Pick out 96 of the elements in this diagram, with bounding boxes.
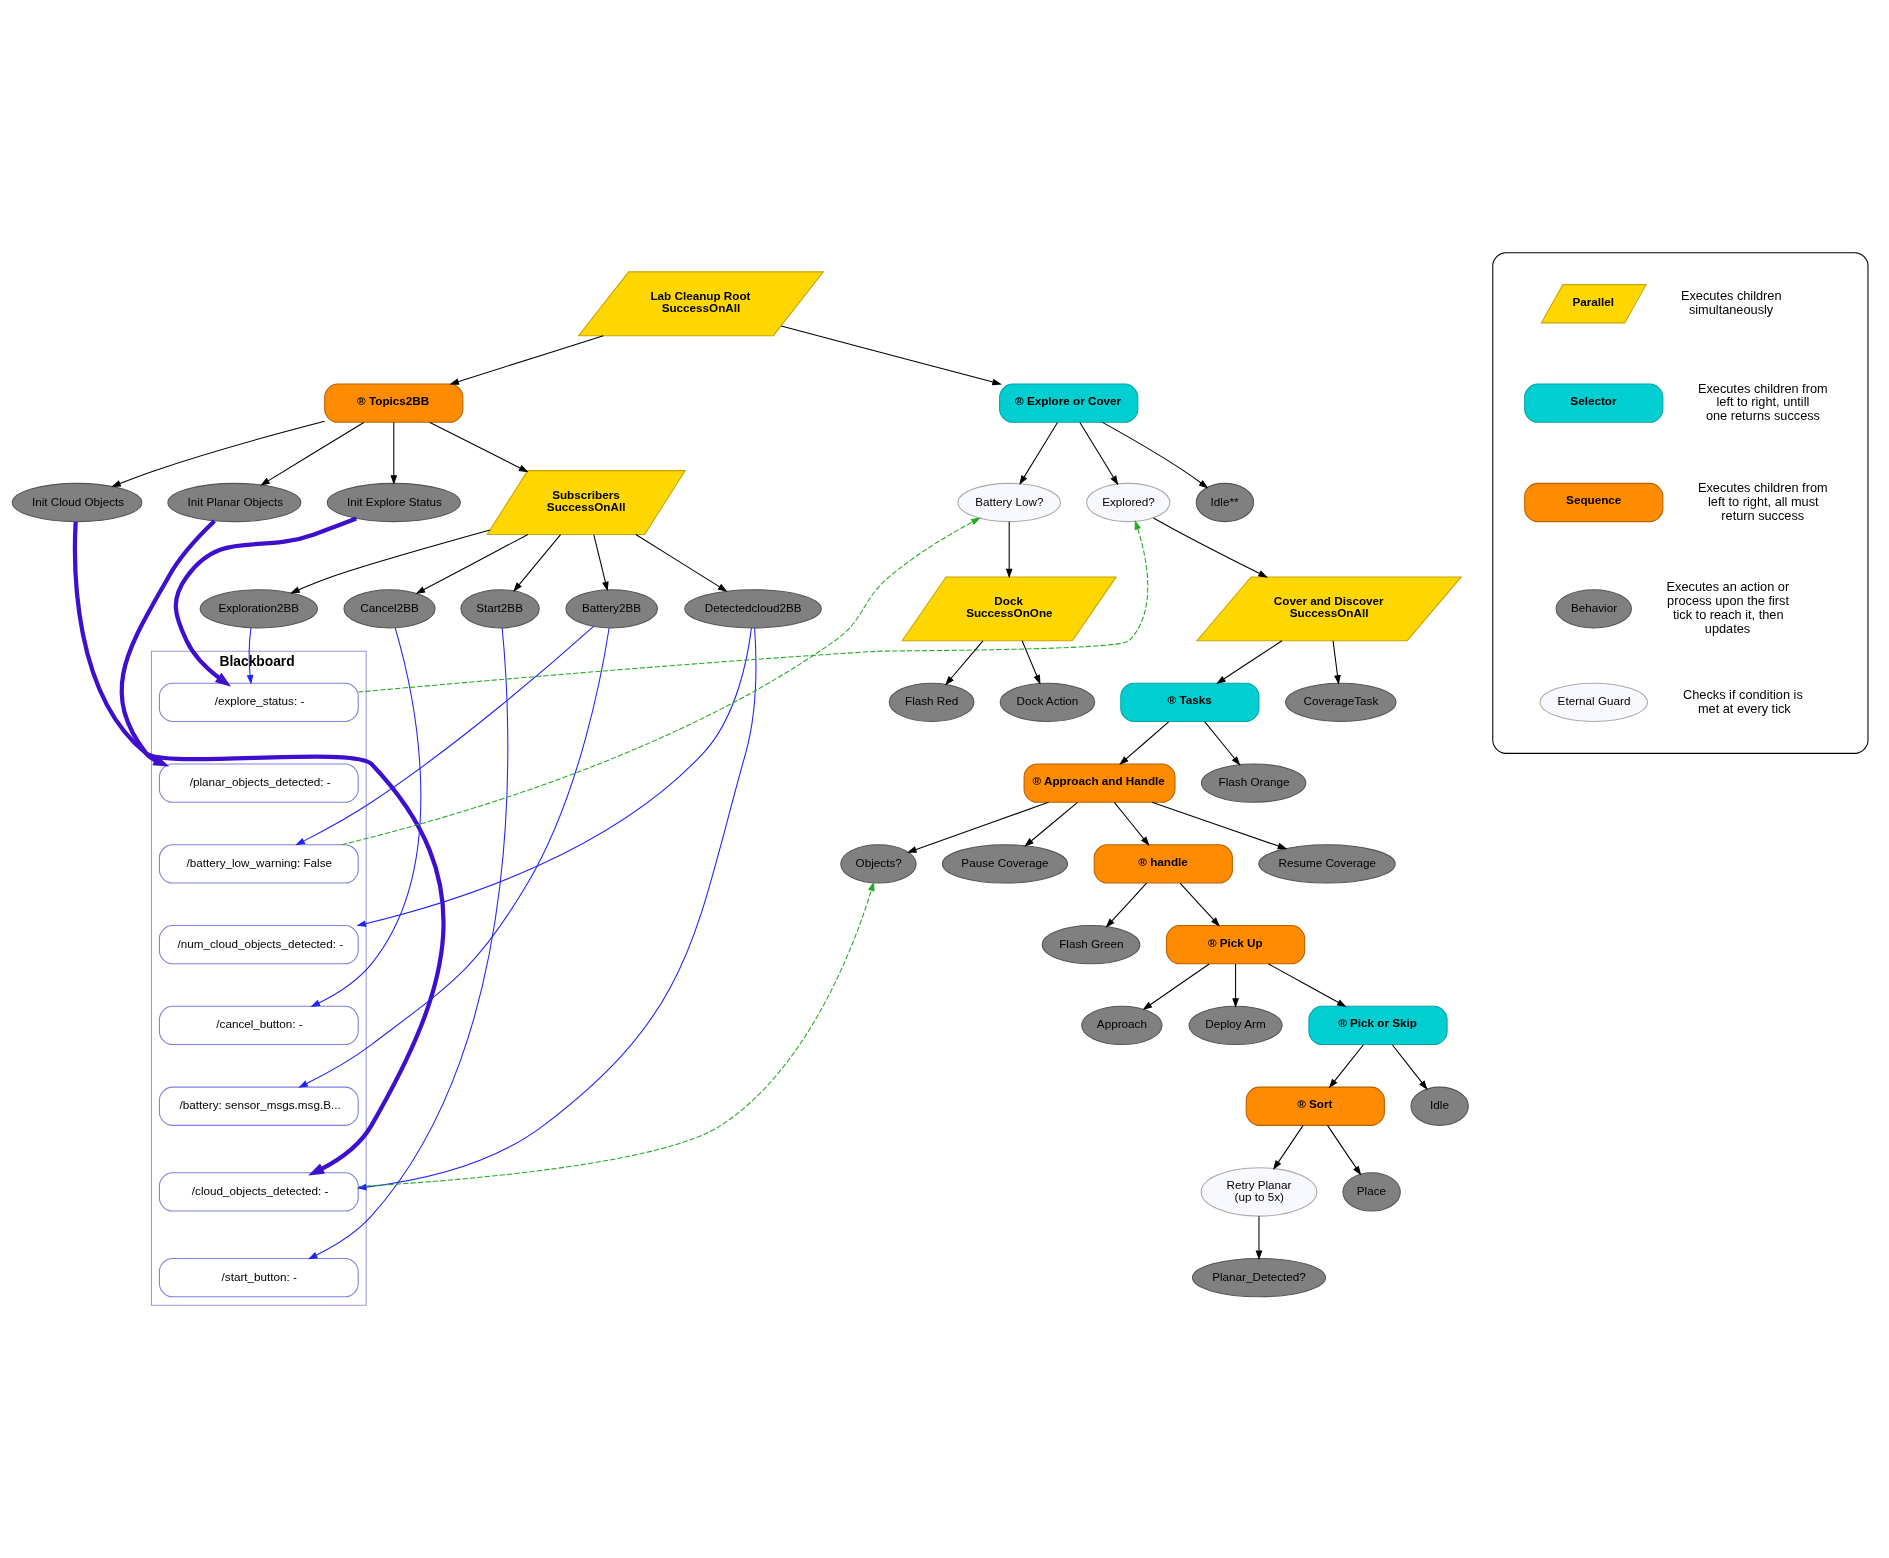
arrow <box>1179 882 1220 927</box>
arrow <box>635 534 728 592</box>
arrow <box>72 521 446 1176</box>
node-ellipse: Exploration2BB <box>199 589 318 629</box>
arrow <box>1391 1044 1428 1090</box>
node-ellipse: Init Planar Objects <box>167 482 302 523</box>
node-ellipse: Flash Green <box>1041 925 1141 965</box>
node-box: /planar_objects_detected: - <box>158 763 359 803</box>
arrow <box>593 534 609 592</box>
arrow <box>173 516 357 687</box>
node-box: /num_cloud_objects_detected: - <box>158 925 359 965</box>
arrow <box>356 627 757 1191</box>
node-box: ® Sort <box>1245 1086 1385 1126</box>
arrow <box>357 520 1149 693</box>
node-ellipse: Deploy Arm <box>1188 1005 1283 1046</box>
node-label: Checks if condition is met at every tick <box>1683 686 1803 716</box>
node-ellipse: Planar_Detected? <box>1191 1257 1326 1298</box>
node-ellipse: Flash Red <box>888 682 975 722</box>
node-box: /explore_status: - <box>158 682 359 722</box>
node-box: /cloud_objects_detected: - <box>158 1172 359 1212</box>
node-ellipse: Eternal Guard <box>1539 682 1648 722</box>
node-ellipse: Init Explore Status <box>326 482 461 523</box>
arrow <box>356 627 752 927</box>
node-ellipse: Approach <box>1081 1005 1163 1046</box>
arrow <box>290 529 491 594</box>
arrow <box>310 627 422 1007</box>
node-ellipse: Cancel2BB <box>343 589 436 629</box>
arrow <box>1273 1124 1304 1170</box>
node-ellipse: Place <box>1342 1172 1401 1212</box>
node-ellipse: Retry Planar (up to 5x) <box>1200 1167 1318 1217</box>
arrow <box>945 640 984 686</box>
node-box: Selector <box>1524 383 1664 423</box>
node-ellipse: CoverageTask <box>1285 682 1397 722</box>
arrow <box>246 627 254 685</box>
arrow <box>1204 721 1241 766</box>
arrow <box>307 627 509 1260</box>
arrow <box>1113 801 1150 846</box>
arrow <box>1142 963 1210 1011</box>
node-ellipse: Flash Orange <box>1200 763 1307 803</box>
node-box: ® Topics2BB <box>324 383 464 423</box>
node-label: Executes children simultaneously <box>1680 288 1782 317</box>
arrow <box>1216 640 1283 685</box>
arrow <box>1021 640 1041 685</box>
node-box: /battery_low_warning: False <box>158 844 359 884</box>
arrow <box>906 801 1050 853</box>
arrow <box>1005 521 1013 579</box>
node-box: /cancel_button: - <box>158 1005 359 1046</box>
node-box: ® Explore or Cover <box>999 383 1139 423</box>
arrow <box>513 534 562 592</box>
node-ellipse: Explored? <box>1086 482 1171 523</box>
arrow <box>1119 721 1170 765</box>
node-ellipse: Pause Coverage <box>941 844 1069 884</box>
node-ellipse: Detectedcloud2BB <box>684 589 822 629</box>
arrow <box>298 627 610 1088</box>
arrow <box>449 335 604 385</box>
node-box: /start_button: - <box>158 1257 359 1298</box>
arrow <box>111 420 326 487</box>
node-box: Sequence <box>1524 482 1664 523</box>
node-box: ® Pick or Skip <box>1308 1005 1448 1046</box>
arrow <box>1024 801 1079 847</box>
arrow <box>1232 963 1239 1008</box>
arrow <box>341 517 981 846</box>
arrow <box>1151 801 1288 850</box>
arrow <box>1332 640 1341 685</box>
node-box: ® handle <box>1093 844 1233 884</box>
node-box: ® Pick Up <box>1165 925 1306 965</box>
arrow <box>1268 963 1347 1007</box>
arrow <box>1105 882 1148 928</box>
arrow <box>780 325 1002 386</box>
node-label: Executes children from left to right, untill one returns success <box>1697 380 1828 424</box>
node-label: Executes children from left to right, all must return success <box>1697 480 1828 523</box>
node-ellipse: Battery Low? <box>957 482 1061 523</box>
node-box: ® Tasks <box>1120 682 1260 722</box>
arrow <box>260 421 365 486</box>
arrow <box>1255 1215 1263 1261</box>
arrow <box>119 519 216 767</box>
node-ellipse: Dock Action <box>999 682 1096 722</box>
arrow <box>415 533 529 594</box>
arrow <box>1079 421 1119 486</box>
node-label: Executes an action or process upon the first tick to reach it, then updates <box>1666 579 1790 636</box>
node-ellipse: Idle <box>1410 1086 1469 1126</box>
arrow <box>1327 1124 1362 1176</box>
node-ellipse: Start2BB <box>460 589 540 629</box>
arrow <box>358 881 875 1188</box>
node-box: ® Approach and Handle <box>1023 763 1176 803</box>
node-ellipse: Battery2BB <box>565 589 658 629</box>
node-ellipse: Behavior <box>1555 589 1632 629</box>
arrow <box>1101 421 1209 489</box>
node-box: /battery: sensor_msgs.msg.B... <box>158 1086 359 1126</box>
arrow <box>429 421 529 473</box>
arrow <box>295 626 594 846</box>
arrow <box>1328 1044 1364 1089</box>
arrow <box>390 421 398 485</box>
arrow <box>1152 517 1268 578</box>
cluster <box>1492 252 1869 754</box>
arrow <box>1019 421 1059 485</box>
